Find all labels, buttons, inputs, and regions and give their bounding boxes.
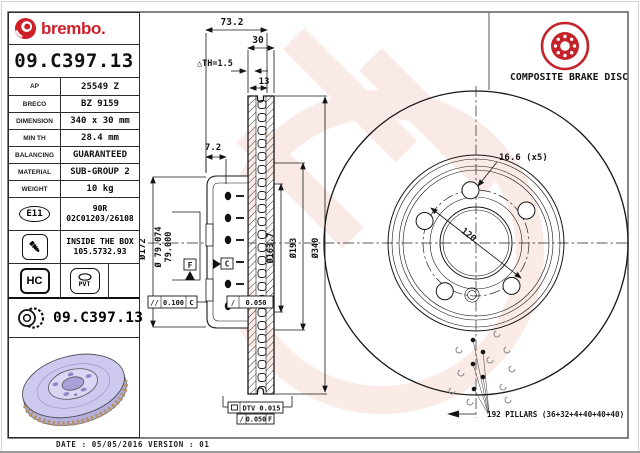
dim-dia-193: Ø193 [288,238,299,259]
badges-row: HC PVT [8,263,140,298]
parallelism-tolerance-frame: // 0.100 C [147,295,207,309]
pillar-detail: 192 PILLARS (36+32+4+40+40+40) [447,330,624,419]
part-number-box: 09.C397.13 [8,44,140,78]
svg-text:DTV 0.015: DTV 0.015 [243,405,281,413]
composite-brake-disc-stamp: COMPOSITE BRAKE DISC [488,13,628,90]
runout-tolerance-frame: / 0.050 [226,295,274,309]
pillars-note: 192 PILLARS (36+32+4+40+40+40) [487,410,624,419]
section-view [205,95,275,395]
svg-text:0.050: 0.050 [245,299,266,307]
e11-approval-line2: 02C01203/26108 [66,214,134,223]
inside-box-line1: INSIDE THE BOX [66,237,134,246]
screw-icon [21,234,48,260]
hc-badge: HC [19,267,50,294]
section-dimensions: 73.2 30 △TH=1.5 13 7.2 Ø172 Ø 79.074 [137,17,328,425]
brembo-logo-icon [14,17,37,40]
e11-approval-line1: 90R [92,204,108,213]
dim-band-width: 30 [252,35,264,46]
pvt-badge: PVT [69,267,100,294]
svg-text:/: / [239,416,243,424]
svg-text:0.050: 0.050 [246,416,266,424]
dim-total-height: 73.2 [221,17,244,28]
inside-box-line2: 105.5732.93 [73,247,127,256]
disc-photo-box [8,337,140,438]
svg-text:F: F [268,416,272,424]
date-version-line: DATE : 05/05/2016 VERSION : 01 [56,440,210,449]
wheel-bolt-holes [415,181,536,301]
dim-flange: 7.2 [205,143,221,153]
hat-section [206,175,249,329]
dim-bore-hi: Ø 79.074 [153,227,164,269]
page-bottom-edge [0,451,640,453]
composite-brake-disc-label: COMPOSITE BRAKE DISC [510,72,628,83]
brand-wordmark: brembo. [41,18,106,38]
front-view: 16.6 (x5) 120 [323,86,629,419]
part-number: 09.C397.13 [14,50,134,72]
datum-f-label: F [188,261,193,270]
e11-badge: E11 [19,206,50,222]
dim-dia-172: Ø172 [137,238,148,261]
vent-slots [257,98,267,392]
dim-dia-163: Ø163.7 [265,233,276,265]
svg-text:/: / [231,299,235,307]
datum-c-label: C [225,260,230,269]
hardware-row: INSIDE THE BOX 105.5732.93 [8,230,140,264]
e11-row: E11 90R 02C01203/26108 [8,197,140,231]
bottom-part-number: 09.C397.13 [53,310,144,326]
svg-text://: // [150,299,158,307]
dim-th: △TH=1.5 [197,59,233,69]
brembo-watermark [220,27,544,414]
dim-pad-depth: 13 [259,77,270,87]
dim-bore-lo: 79.000 [164,232,174,263]
dim-dia-340: Ø340 [310,238,321,259]
wheel-disc-icon [17,304,45,332]
svg-text:0.100: 0.100 [163,299,184,307]
dtv-tolerance-frame: DTV 0.015 [222,396,293,414]
composite-disc-icon [540,21,590,71]
bottom-part-row: 09.C397.13 [8,297,144,338]
svg-text:C: C [189,299,193,307]
dim-bolt-hole: 16.6 (x5) [499,153,548,163]
disc-3d-image [22,353,128,427]
brand-box: brembo. [8,12,140,45]
flatness-tolerance-frame: / 0.050 F [236,413,275,425]
